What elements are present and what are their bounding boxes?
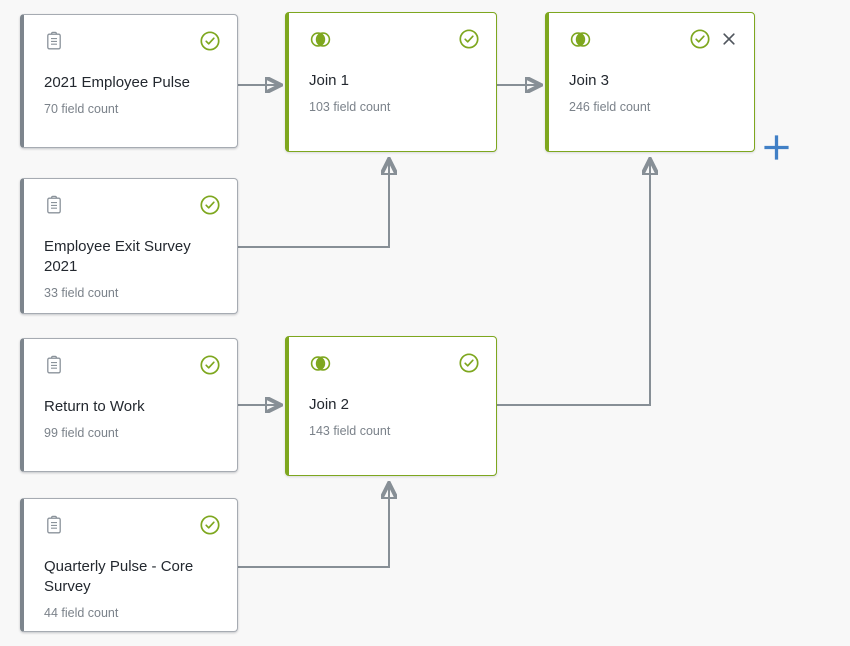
check-circle-icon bbox=[199, 354, 221, 376]
source-node-return-to-work[interactable]: Return to Work 99 field count bbox=[20, 338, 238, 472]
node-title: Join 1 bbox=[309, 72, 350, 89]
node-field-count: 103 field count bbox=[309, 99, 391, 114]
node-field-count: 33 field count bbox=[44, 285, 119, 300]
venn-join-icon bbox=[309, 354, 332, 373]
join-node-join-1[interactable]: Join 1 103 field count bbox=[285, 12, 497, 152]
node-field-count: 44 field count bbox=[44, 605, 119, 620]
venn-join-icon bbox=[309, 30, 332, 49]
venn-join-icon bbox=[569, 30, 592, 49]
connector-join2-join3 bbox=[497, 160, 650, 406]
connector-src4-join2 bbox=[238, 484, 389, 568]
close-icon[interactable] bbox=[720, 30, 738, 48]
join-node-join-2[interactable]: Join 2 143 field count bbox=[285, 336, 497, 476]
check-circle-icon bbox=[199, 30, 221, 52]
survey-clipboard-icon bbox=[44, 195, 64, 215]
check-circle-icon bbox=[458, 28, 480, 50]
connector-src2-join1 bbox=[238, 160, 389, 248]
node-title: Join 3 bbox=[569, 72, 610, 89]
add-node-plus-button[interactable] bbox=[761, 132, 791, 162]
check-circle-icon bbox=[199, 514, 221, 536]
node-field-count: 143 field count bbox=[309, 423, 391, 438]
source-node-employee-exit-survey-2021[interactable]: Employee Exit Survey 2021 33 field count bbox=[20, 178, 238, 314]
node-title: Quarterly Pulse - Core Survey bbox=[44, 558, 194, 595]
check-circle-icon bbox=[199, 194, 221, 216]
node-title: Employee Exit Survey 2021 bbox=[44, 238, 191, 275]
check-circle-icon bbox=[689, 28, 711, 50]
node-title: Join 2 bbox=[309, 396, 350, 413]
node-field-count: 99 field count bbox=[44, 425, 119, 440]
source-node-quarterly-pulse-core-survey[interactable]: Quarterly Pulse - Core Survey 44 field c… bbox=[20, 498, 238, 632]
source-node-2021-employee-pulse[interactable]: 2021 Employee Pulse 70 field count bbox=[20, 14, 238, 148]
node-field-count: 70 field count bbox=[44, 101, 119, 116]
plus-icon bbox=[762, 133, 791, 162]
survey-clipboard-icon bbox=[44, 31, 64, 51]
join-node-join-3[interactable]: Join 3 246 field count bbox=[545, 12, 755, 152]
check-circle-icon bbox=[458, 352, 480, 374]
survey-clipboard-icon bbox=[44, 355, 64, 375]
node-title: 2021 Employee Pulse bbox=[44, 74, 190, 91]
node-title: Return to Work bbox=[44, 398, 145, 415]
node-field-count: 246 field count bbox=[569, 99, 651, 114]
survey-clipboard-icon bbox=[44, 515, 64, 535]
